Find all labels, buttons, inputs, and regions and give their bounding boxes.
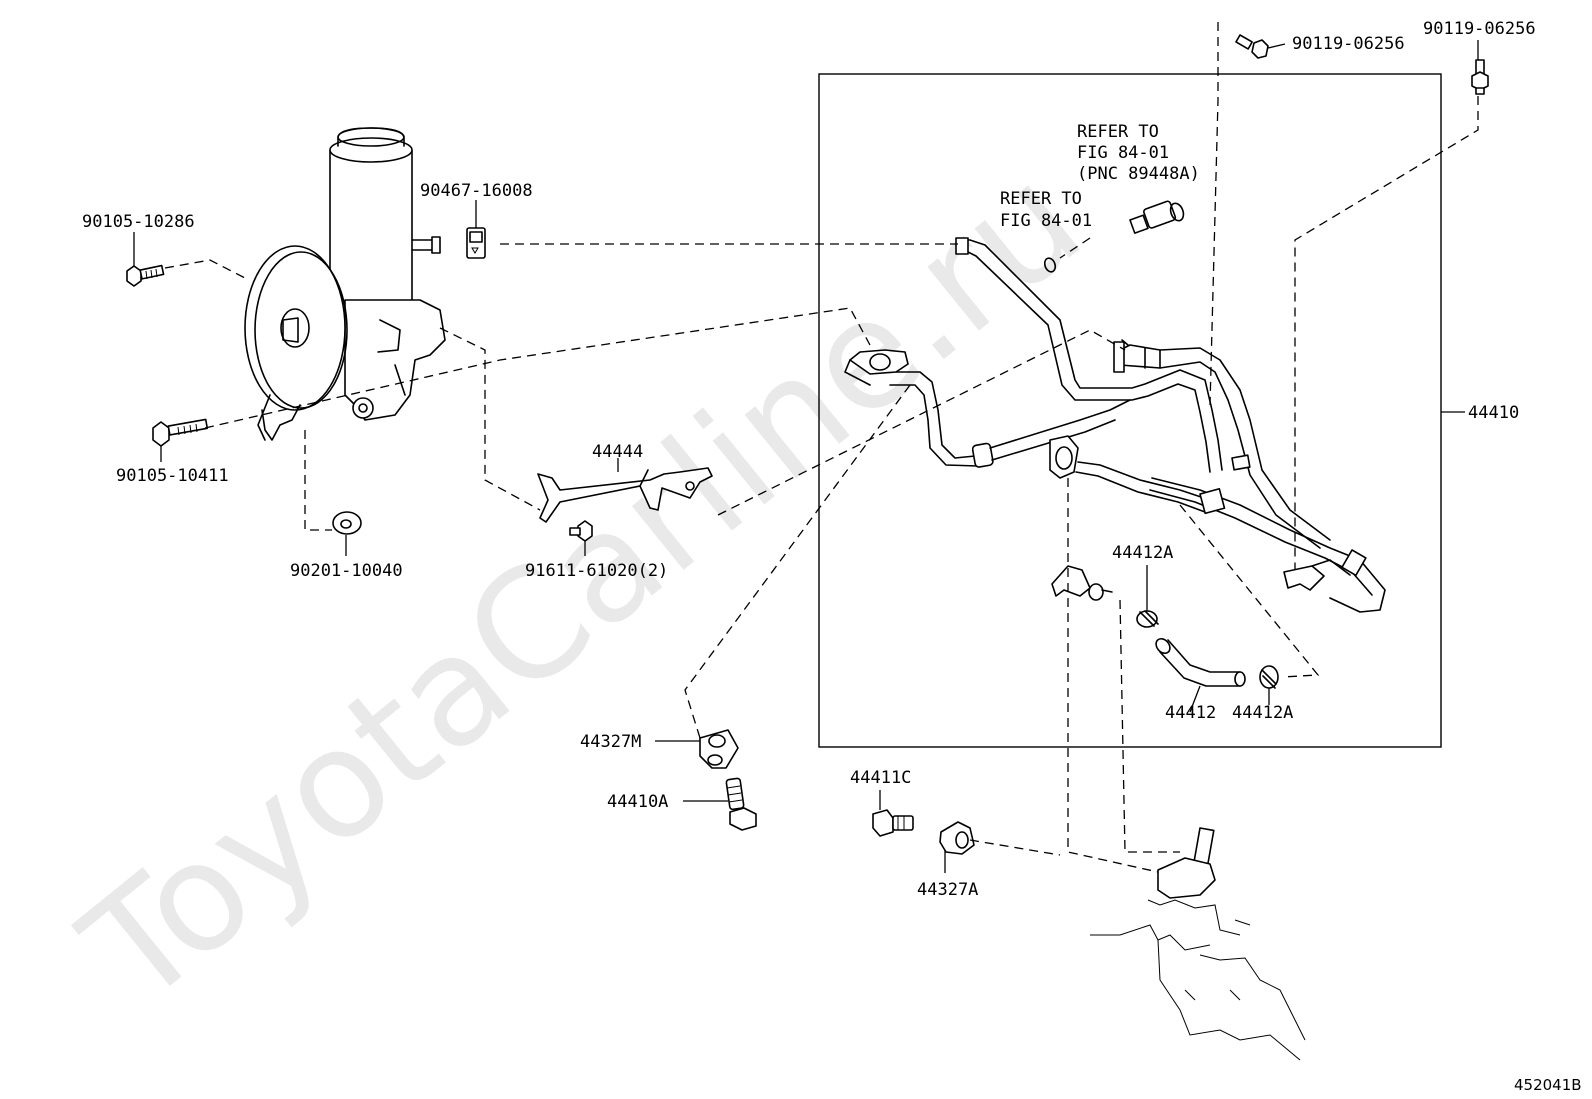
dashed-leaders — [164, 22, 1479, 873]
label-90201-10040[interactable]: 90201-10040 — [290, 561, 403, 581]
pressure-sensor-icon — [1129, 200, 1185, 234]
refer-note-sensor-line3: (PNC 89448A) — [1077, 164, 1200, 184]
label-91611-61020[interactable]: 91611-61020(2) — [525, 561, 668, 581]
figure-code: 452041B — [1514, 1076, 1582, 1094]
gasket-44327A-icon[interactable] — [939, 821, 975, 855]
washer-90201-10040-icon[interactable] — [332, 511, 362, 535]
label-44410[interactable]: 44410 — [1468, 403, 1519, 423]
clamp-44412A-top-icon[interactable] — [1136, 610, 1159, 628]
label-44412A-bottom[interactable]: 44412A — [1232, 703, 1293, 723]
hose-44412[interactable] — [1153, 636, 1246, 687]
hose-assembly-frame — [818, 73, 1442, 748]
label-44327A[interactable]: 44327A — [917, 880, 978, 900]
bolt-91611-61020-icon[interactable] — [569, 520, 593, 542]
refer-note-oring-line1: REFER TO — [1000, 189, 1082, 209]
part-labels: 90105-10286 90105-10411 90201-10040 9046… — [82, 19, 1582, 1094]
label-44410A[interactable]: 44410A — [607, 792, 668, 812]
label-90119-06256-a[interactable]: 90119-06256 — [1292, 34, 1405, 54]
label-44411C[interactable]: 44411C — [850, 768, 911, 788]
label-90119-06256-b[interactable]: 90119-06256 — [1423, 19, 1536, 39]
bracket-44444[interactable] — [537, 467, 713, 523]
union-bolt-44411C-icon[interactable] — [872, 809, 914, 837]
bolt-90105-10411-icon[interactable] — [152, 418, 209, 447]
label-90105-10411[interactable]: 90105-10411 — [116, 466, 229, 486]
label-44412A-top[interactable]: 44412A — [1112, 543, 1173, 563]
label-44412[interactable]: 44412 — [1165, 703, 1216, 723]
bolt-90119-06256-b-icon[interactable] — [1471, 59, 1489, 95]
bolt-90119-06256-a-icon[interactable] — [1235, 34, 1269, 59]
bolt-90105-10286-icon[interactable] — [126, 264, 165, 287]
watermark: ToyotaCarline.ru — [52, 133, 1112, 1038]
clip-90467-16008-icon[interactable] — [466, 227, 486, 259]
power-steering-pump[interactable] — [244, 127, 446, 441]
clamp-44412A-bottom-icon[interactable] — [1259, 665, 1279, 689]
refer-note-sensor-line1: REFER TO — [1077, 122, 1159, 142]
refer-note-sensor-line2: FIG 84-01 — [1077, 143, 1169, 163]
hose-nipple-fitting-icon — [1051, 565, 1113, 601]
label-90467-16008[interactable]: 90467-16008 — [420, 181, 533, 201]
label-90105-10286[interactable]: 90105-10286 — [82, 212, 195, 232]
o-ring-icon — [1043, 257, 1057, 273]
pressure-hose-assembly-44410[interactable] — [844, 237, 1386, 613]
steering-gear-outline — [1090, 827, 1306, 1061]
label-44327M[interactable]: 44327M — [580, 732, 641, 752]
solid-leaders — [133, 40, 1479, 873]
label-44444[interactable]: 44444 — [592, 442, 643, 462]
refer-note-oring-line2: FIG 84-01 — [1000, 211, 1092, 231]
gasket-44327M-icon[interactable] — [699, 729, 739, 769]
union-bolt-44410A-icon[interactable] — [725, 777, 757, 831]
